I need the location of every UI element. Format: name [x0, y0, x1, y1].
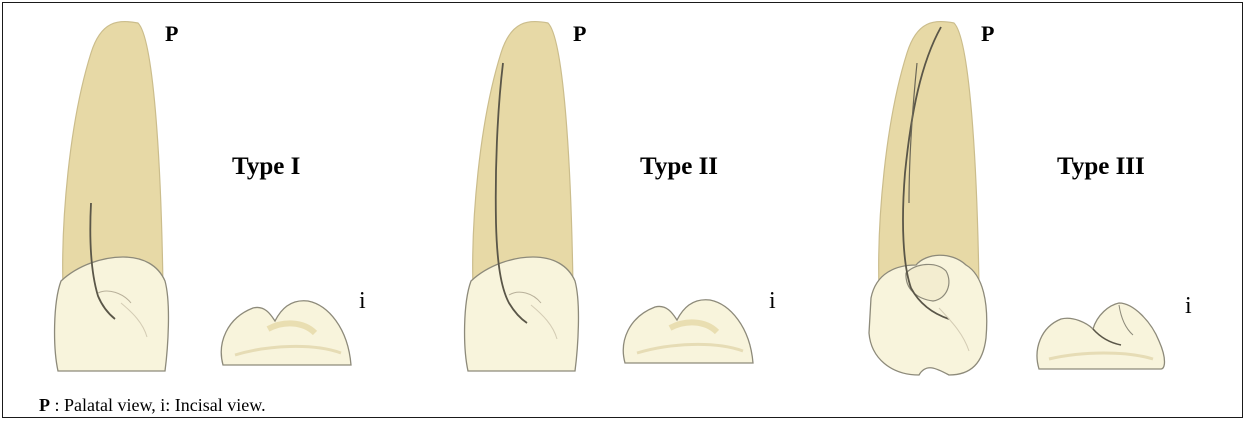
- figure-caption: P : Palatal view, i: Incisal view.: [39, 395, 266, 416]
- type-label: Type II: [640, 153, 718, 181]
- panel-type-1: P Type I i: [3, 3, 413, 383]
- incisal-tooth-drawing-type-3: [821, 3, 1231, 383]
- incisal-tooth-drawing-type-1: [3, 3, 413, 383]
- panel-type-2: P Type II i: [411, 3, 821, 383]
- palatal-view-letter: P: [573, 21, 586, 47]
- palatal-view-letter: P: [165, 21, 178, 47]
- panel-type-3: P Type III i: [821, 3, 1231, 383]
- incisal-view-letter: i: [359, 288, 366, 315]
- type-label: Type I: [232, 153, 300, 181]
- caption-key-p: P: [39, 395, 50, 415]
- type-label: Type III: [1057, 153, 1145, 181]
- incisal-tooth-drawing-type-2: [411, 3, 821, 383]
- caption-text: : Palatal view, i: Incisal view.: [50, 395, 266, 415]
- palatal-view-letter: P: [981, 21, 994, 47]
- incisal-view-letter: i: [769, 288, 776, 315]
- incisal-view-letter: i: [1185, 293, 1192, 320]
- figure-frame: P Type I i P Type II i: [2, 2, 1243, 418]
